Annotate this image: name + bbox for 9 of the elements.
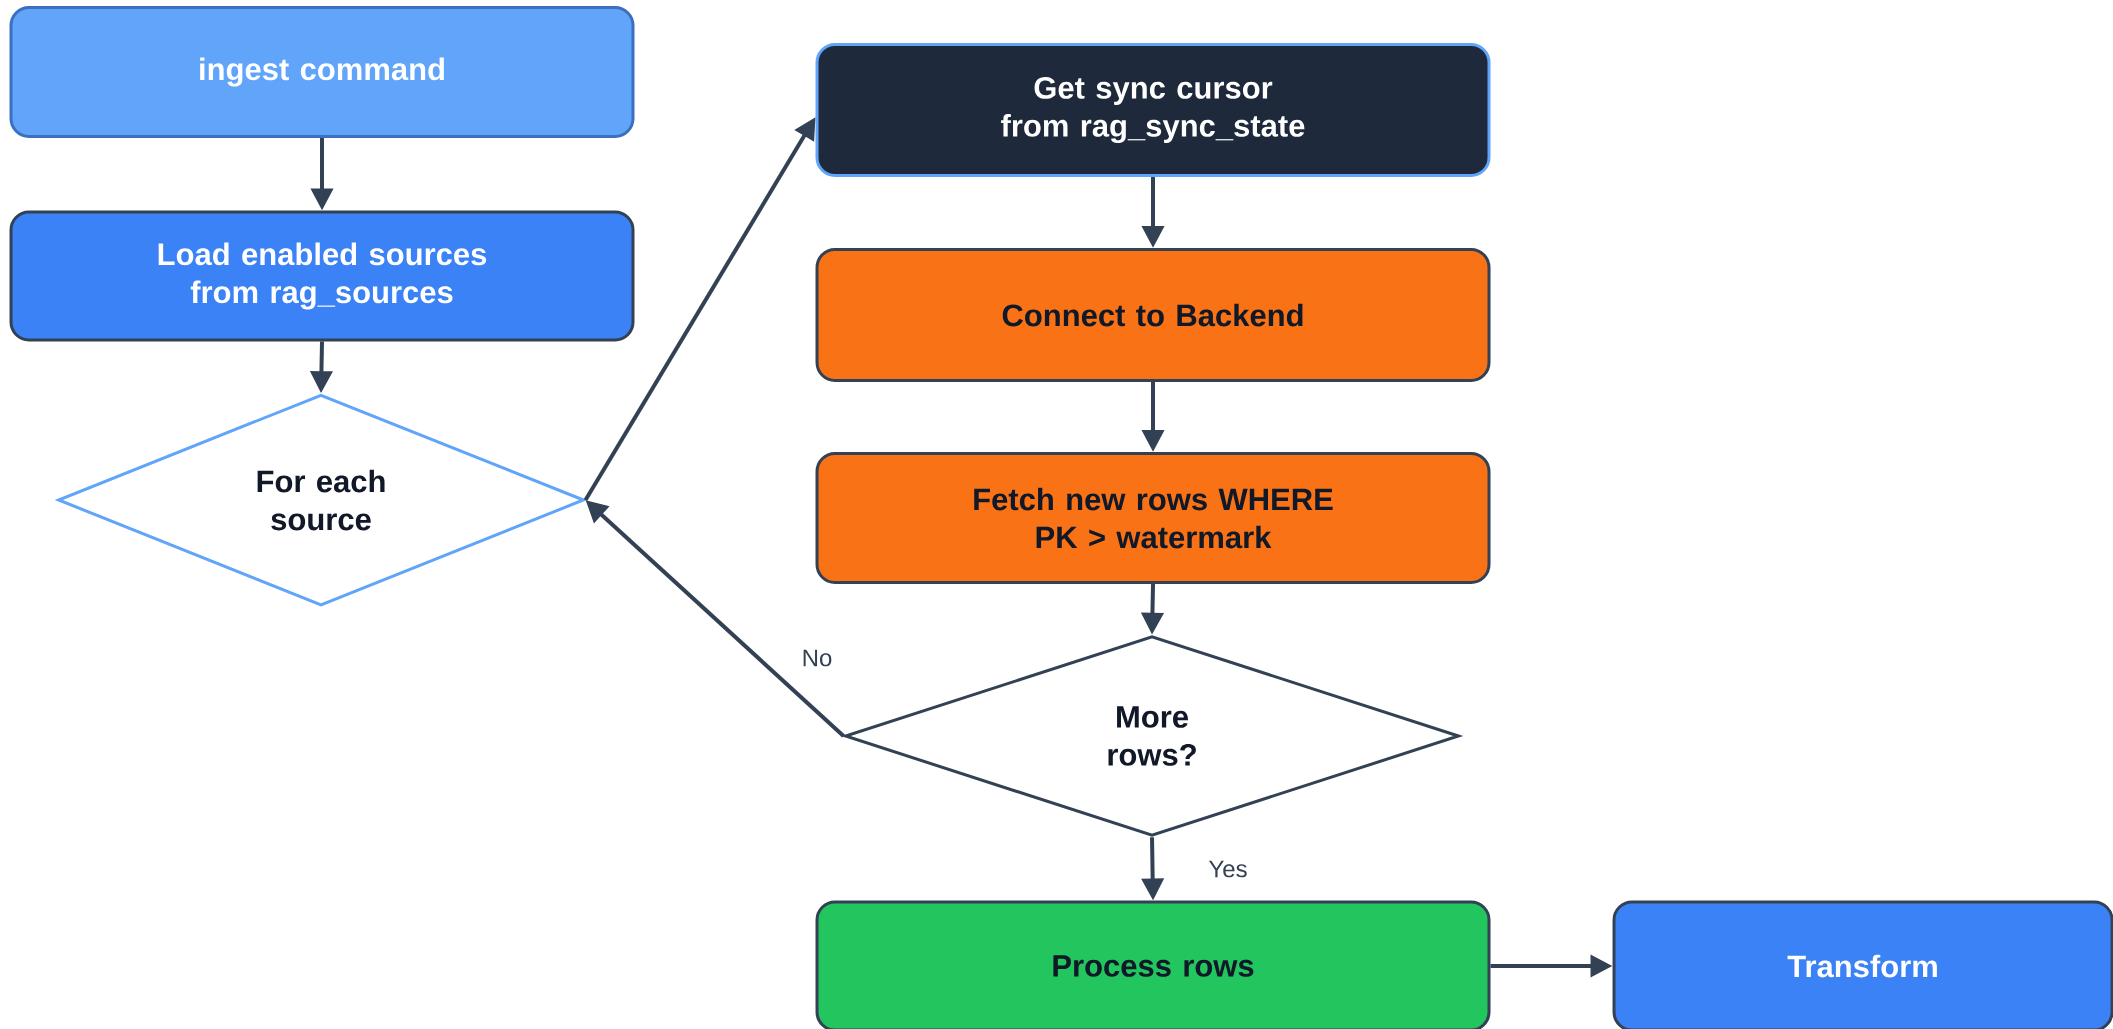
process-box: ingest command bbox=[9, 6, 635, 138]
process-box: Fetch new rows WHERE PK > watermark bbox=[815, 452, 1491, 584]
edge-label: No bbox=[799, 647, 835, 669]
process-box: Connect to Backend bbox=[815, 248, 1491, 382]
process-box: Process rows bbox=[815, 900, 1491, 1029]
edge-label: Yes bbox=[1206, 858, 1250, 880]
process-box: Transform bbox=[1612, 900, 2113, 1029]
process-box: Get sync cursor from rag_sync_state bbox=[815, 43, 1491, 177]
process-box: Load enabled sources from rag_sources bbox=[9, 210, 635, 342]
